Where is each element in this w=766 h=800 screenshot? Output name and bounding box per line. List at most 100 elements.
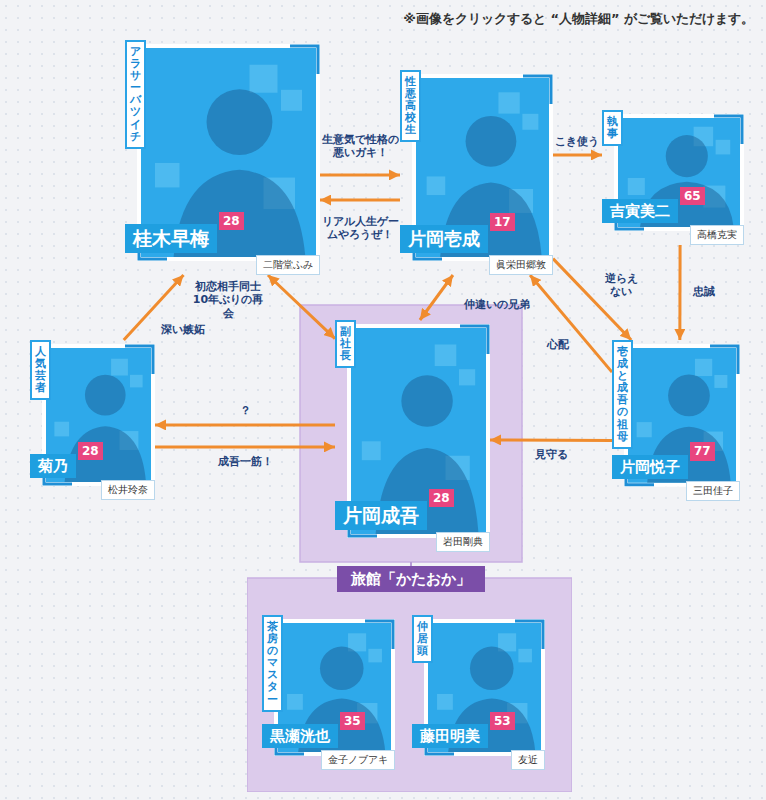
pattern-square [498, 92, 519, 113]
age-badge: 53 [490, 712, 515, 730]
actor-name: 高橋克実 [690, 225, 744, 245]
pattern-square [287, 694, 303, 710]
relation-arrow [678, 245, 681, 340]
corner-accent [523, 76, 551, 104]
pattern-square [522, 114, 538, 130]
character-card: 仲居頭藤田明美53 友近 [412, 615, 545, 770]
portrait-head [401, 375, 452, 426]
age-badge: 77 [690, 442, 715, 460]
character-card: 副社長片岡成吾28 岩田剛典 [335, 320, 490, 552]
pattern-square [111, 359, 128, 376]
pattern-square [437, 694, 453, 710]
actor-name: 友近 [511, 750, 545, 770]
pattern-square [368, 649, 382, 663]
corner-accent [125, 346, 153, 374]
actor-name: 二階堂ふみ [256, 255, 320, 275]
portrait-head [466, 116, 517, 167]
age-badge: 28 [429, 489, 454, 507]
role-tag: 壱成と成吾の祖母 [612, 340, 633, 449]
role-tag: 茶房のマスター [262, 615, 283, 712]
pattern-square [459, 369, 475, 385]
actor-name: 金子ノブアキ [321, 750, 395, 770]
relation-label: ？ [237, 404, 253, 417]
portrait-head [320, 647, 364, 691]
character-card: 性悪高校生片岡壱成17 眞栄田郷敦 [400, 70, 553, 275]
character-name: 桂木早梅 [125, 224, 217, 253]
pattern-square [281, 90, 302, 111]
relation-arrow [530, 275, 612, 372]
pattern-square [714, 375, 727, 388]
corner-accent [365, 621, 393, 649]
character-name: 黒瀬洸也 [262, 724, 338, 748]
relation-arrow [155, 423, 335, 426]
pattern-square [427, 176, 446, 195]
role-tag: 性悪高校生 [400, 70, 421, 142]
role-tag: 副社長 [335, 320, 356, 368]
relation-arrow [553, 153, 602, 156]
character-card: アラサーバツイチ桂木早梅28 二階堂ふみ [125, 40, 320, 275]
character-card: 人気芸者菊乃28松井玲奈 [30, 340, 155, 500]
portrait-head [470, 647, 514, 691]
pattern-square [362, 441, 381, 460]
character-name: 藤田明美 [412, 724, 488, 748]
corner-accent [460, 326, 488, 354]
corner-accent [710, 346, 738, 374]
character-name: 片岡壱成 [400, 225, 488, 253]
relation-label: 見守る [531, 448, 571, 461]
relation-arrow [155, 445, 335, 448]
relation-label: 生意気で性格の悪いガキ！ [321, 133, 399, 159]
role-tag: アラサーバツイチ [125, 40, 146, 149]
relation-arrow [320, 198, 400, 201]
character-name: 吉寅美二 [602, 199, 678, 223]
actor-name: 眞栄田郷敦 [489, 255, 553, 275]
relation-label: 深い嫉妬 [160, 323, 206, 336]
inn-area-lower [247, 578, 572, 792]
inn-name-banner: 旅館「かたおか」 [337, 566, 485, 592]
portrait-body [65, 426, 146, 482]
relation-label: 逆らえない [603, 272, 639, 298]
relation-label: こき使う [554, 135, 600, 148]
actor-name: 三田佳子 [686, 481, 740, 501]
relation-label: 心配 [545, 338, 571, 351]
relation-label: リアル人生ゲームやろうぜ！ [321, 215, 399, 241]
relation-label: 忠誠 [690, 285, 718, 298]
corner-accent [290, 46, 318, 74]
relation-arrow [268, 275, 335, 339]
corner-accent [714, 116, 742, 144]
inn-area-upper [300, 305, 522, 562]
actor-name: 松井玲奈 [101, 480, 155, 500]
relation-arrow [490, 438, 612, 442]
age-badge: 17 [490, 213, 515, 231]
character-name: 片岡成吾 [335, 501, 427, 530]
pattern-square [250, 65, 278, 93]
pattern-square [54, 422, 69, 437]
character-name: 片岡悦子 [612, 455, 688, 479]
pattern-square [695, 359, 712, 376]
relation-label: 初恋相手同士 10年ぶりの再会 [191, 280, 265, 320]
role-tag: 仲居頭 [412, 615, 433, 663]
age-badge: 28 [78, 442, 103, 460]
relation-label: 仲違いの兄弟 [461, 298, 533, 311]
portrait-head [85, 375, 126, 416]
pattern-square [628, 178, 645, 195]
character-name: 菊乃 [30, 454, 76, 478]
inn-group: 旅館「かたおか」 副社長片岡成吾28 岩田剛典茶房のマスター黒瀬洸也35 金子ノブアキ… [247, 300, 572, 792]
role-tag: 執事 [602, 110, 623, 146]
relation-label: 成吾一筋！ [214, 455, 276, 468]
character-card: 壱成と成吾の祖母片岡悦子77 三田佳子 [612, 340, 740, 501]
corner-accent [515, 621, 543, 649]
age-badge: 35 [340, 712, 365, 730]
relation-arrow [553, 259, 631, 340]
pattern-square [637, 422, 652, 437]
character-card: 執事吉寅美二65高橋克実 [602, 110, 744, 245]
pattern-square [155, 163, 180, 188]
page-note: ※画像をクリックすると “人物詳細” がご覧いただけます。 [403, 10, 754, 28]
age-badge: 28 [219, 212, 244, 230]
relation-arrow [320, 173, 400, 176]
portrait-head [207, 89, 273, 155]
portrait-head [666, 135, 708, 177]
pattern-square [716, 140, 731, 155]
actor-name: 岩田剛典 [436, 532, 490, 552]
pattern-square [518, 649, 532, 663]
